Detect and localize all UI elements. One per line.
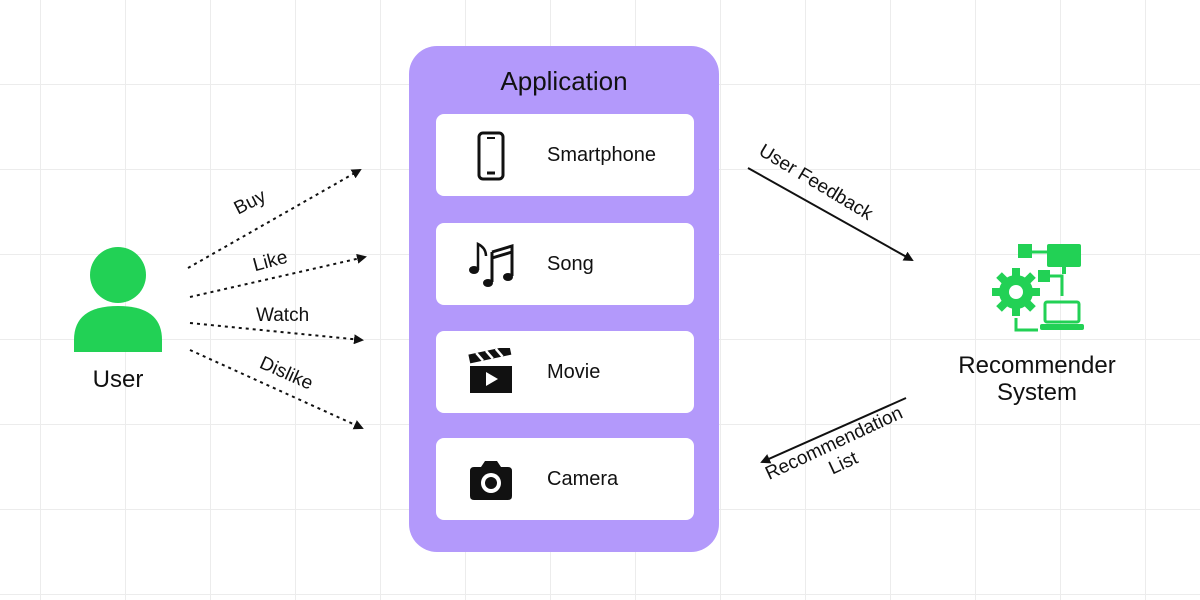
camera-icon [470, 461, 512, 500]
app-item-label: Song [547, 253, 594, 275]
action-label-watch: Watch [256, 305, 310, 326]
user-icon [74, 247, 162, 352]
clapperboard-icon [468, 348, 512, 393]
app-item-movie: Movie [436, 331, 694, 413]
application-title: Application [500, 66, 628, 96]
app-item-camera: Camera [436, 438, 694, 520]
app-item-smartphone: Smartphone [436, 114, 694, 196]
smartphone-icon [477, 131, 505, 181]
buy-arrow [187, 169, 362, 269]
app-item-label: Smartphone [547, 144, 656, 166]
music-notes-icon [469, 241, 514, 287]
like-arrow [189, 253, 367, 298]
user-label: User [92, 366, 144, 393]
recommendation-list-arrow [760, 397, 907, 464]
recommender-label-line1: Recommender [958, 352, 1116, 379]
app-item-song: Song [436, 223, 694, 305]
user-feedback-arrow [747, 167, 914, 261]
application-panel: Application Smartphone Song Movie [409, 46, 719, 552]
recommender-system-icon [992, 244, 1084, 332]
app-item-label: Camera [547, 468, 619, 490]
recommender-system-label: Recommender System [930, 352, 1144, 406]
recommender-label-line2: System [996, 379, 1077, 406]
watch-arrow [189, 322, 364, 345]
app-item-label: Movie [547, 361, 601, 383]
